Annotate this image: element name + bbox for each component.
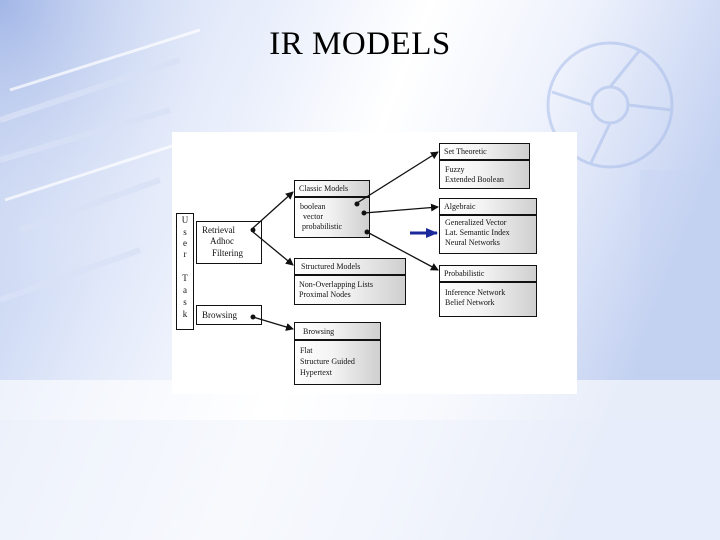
user-task-letter: k — [182, 309, 188, 319]
classic-item: boolean — [300, 202, 326, 211]
user-task-letter: r — [183, 249, 187, 259]
classic-item: probabilistic — [302, 222, 342, 231]
user-task-letter: T — [182, 273, 188, 283]
user-task-letter: e — [183, 238, 187, 248]
browsing-item: Hypertext — [300, 368, 332, 377]
user-task-letter: s — [183, 227, 187, 237]
structured-models-header: Structured Models — [301, 262, 361, 271]
classic-models-box: Classic Models boolean vector probabilis… — [294, 180, 370, 238]
retrieval-label: Retrieval — [202, 225, 235, 235]
algebraic-box: Algebraic Generalized Vector Lat. Semant… — [439, 198, 537, 254]
algebraic-header: Algebraic — [444, 202, 476, 211]
set-theoretic-header: Set Theoretic — [444, 147, 487, 156]
adhoc-label: Adhoc — [210, 236, 234, 246]
set-theoretic-item: Fuzzy — [445, 165, 465, 174]
structured-item: Proximal Nodes — [299, 290, 351, 299]
classic-item: vector — [303, 212, 323, 221]
user-task-letter: s — [183, 297, 187, 307]
header-divider — [295, 196, 369, 198]
probabilistic-header: Probabilistic — [444, 269, 485, 278]
page-title: IR MODELS — [269, 26, 451, 62]
browsing-models-header: Browsing — [303, 327, 335, 336]
algebraic-item: Lat. Semantic Index — [445, 228, 510, 237]
probabilistic-item: Inference Network — [445, 288, 506, 297]
probabilistic-box: Probabilistic Inference Network Belief N… — [439, 265, 537, 317]
set-theoretic-item: Extended Boolean — [445, 175, 504, 184]
algebraic-item: Generalized Vector — [445, 218, 507, 227]
filtering-label: Filtering — [212, 248, 243, 258]
browsing-models-box: Browsing Flat Structure Guided Hypertext — [294, 322, 381, 385]
header-divider — [440, 159, 529, 161]
classic-models-header: Classic Models — [299, 184, 349, 193]
user-task-box: U s e r T a s k — [176, 213, 194, 330]
browsing-task-label: Browsing — [202, 310, 238, 320]
header-divider — [295, 339, 380, 341]
set-theoretic-box: Set Theoretic Fuzzy Extended Boolean — [439, 143, 530, 189]
header-divider — [295, 274, 405, 276]
retrieval-box: Retrieval Adhoc Filtering — [196, 221, 262, 264]
browsing-task-box: Browsing — [196, 305, 262, 325]
probabilistic-item: Belief Network — [445, 298, 495, 307]
header-divider — [440, 214, 536, 216]
algebraic-item: Neural Networks — [445, 238, 500, 247]
structured-item: Non-Overlapping Lists — [299, 280, 373, 289]
user-task-letter: a — [183, 285, 187, 295]
browsing-item: Flat — [300, 346, 313, 355]
browsing-item: Structure Guided — [300, 357, 355, 366]
user-task-letter: U — [181, 215, 189, 225]
structured-models-box: Structured Models Non-Overlapping Lists … — [294, 258, 406, 305]
header-divider — [440, 281, 536, 283]
